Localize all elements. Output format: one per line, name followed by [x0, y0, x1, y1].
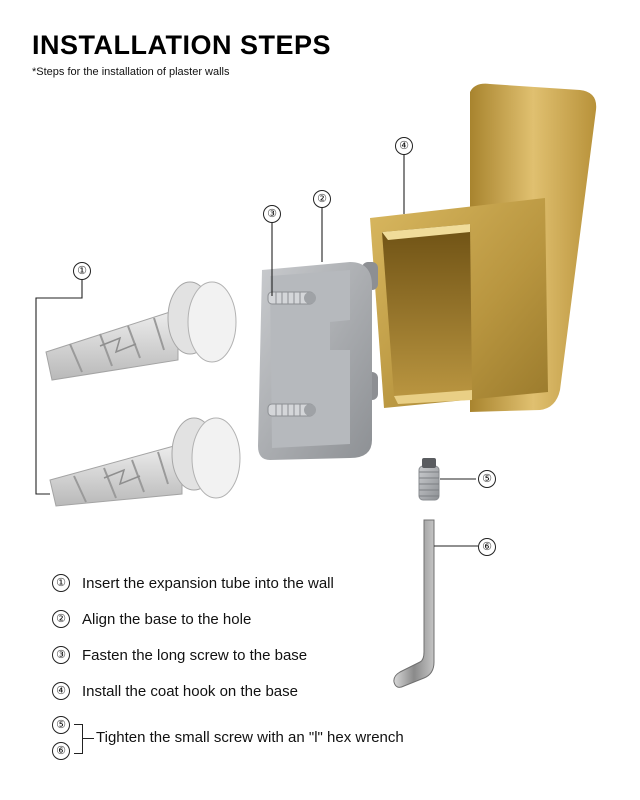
step-number: ②	[52, 610, 70, 628]
page-title: INSTALLATION STEPS	[32, 30, 331, 60]
step-number: ③	[52, 646, 70, 664]
callout-5: ⑤	[478, 470, 496, 488]
bracket	[74, 724, 83, 754]
step-5-6: ⑤ ⑥ Tighten the small screw with an "l" …	[52, 716, 472, 762]
callout-6: ⑥	[478, 538, 496, 556]
step-text: Tighten the small screw with an "l" hex …	[96, 729, 404, 746]
long-screws	[267, 291, 316, 417]
bracket-connector	[82, 738, 94, 739]
step-1: ① Insert the expansion tube into the wal…	[52, 574, 334, 592]
step-2: ② Align the base to the hole	[52, 610, 251, 628]
step-number-6: ⑥	[52, 742, 70, 760]
hex-wrench	[393, 519, 435, 688]
step-3: ③ Fasten the long screw to the base	[52, 646, 307, 664]
step-4: ④ Install the coat hook on the base	[52, 682, 298, 700]
step-number: ④	[52, 682, 70, 700]
callout-2: ②	[313, 190, 331, 208]
callout-4: ④	[395, 137, 413, 155]
small-set-screw	[418, 458, 440, 501]
step-text: Align the base to the hole	[82, 610, 252, 628]
leader-lines	[35, 154, 478, 547]
step-text: Fasten the long screw to the base	[82, 646, 308, 664]
callout-1: ①	[73, 262, 91, 280]
coat-hook	[370, 83, 597, 413]
step-number-5: ⑤	[52, 716, 70, 734]
expansion-anchor-bottom	[49, 417, 241, 507]
callout-3: ③	[263, 205, 281, 223]
step-text: Install the coat hook on the base	[82, 682, 298, 700]
step-number: ①	[52, 574, 70, 592]
step-text: Insert the expansion tube into the wall	[82, 574, 334, 592]
expansion-anchor-top	[45, 281, 237, 381]
page-subtitle: *Steps for the installation of plaster w…	[32, 66, 230, 78]
